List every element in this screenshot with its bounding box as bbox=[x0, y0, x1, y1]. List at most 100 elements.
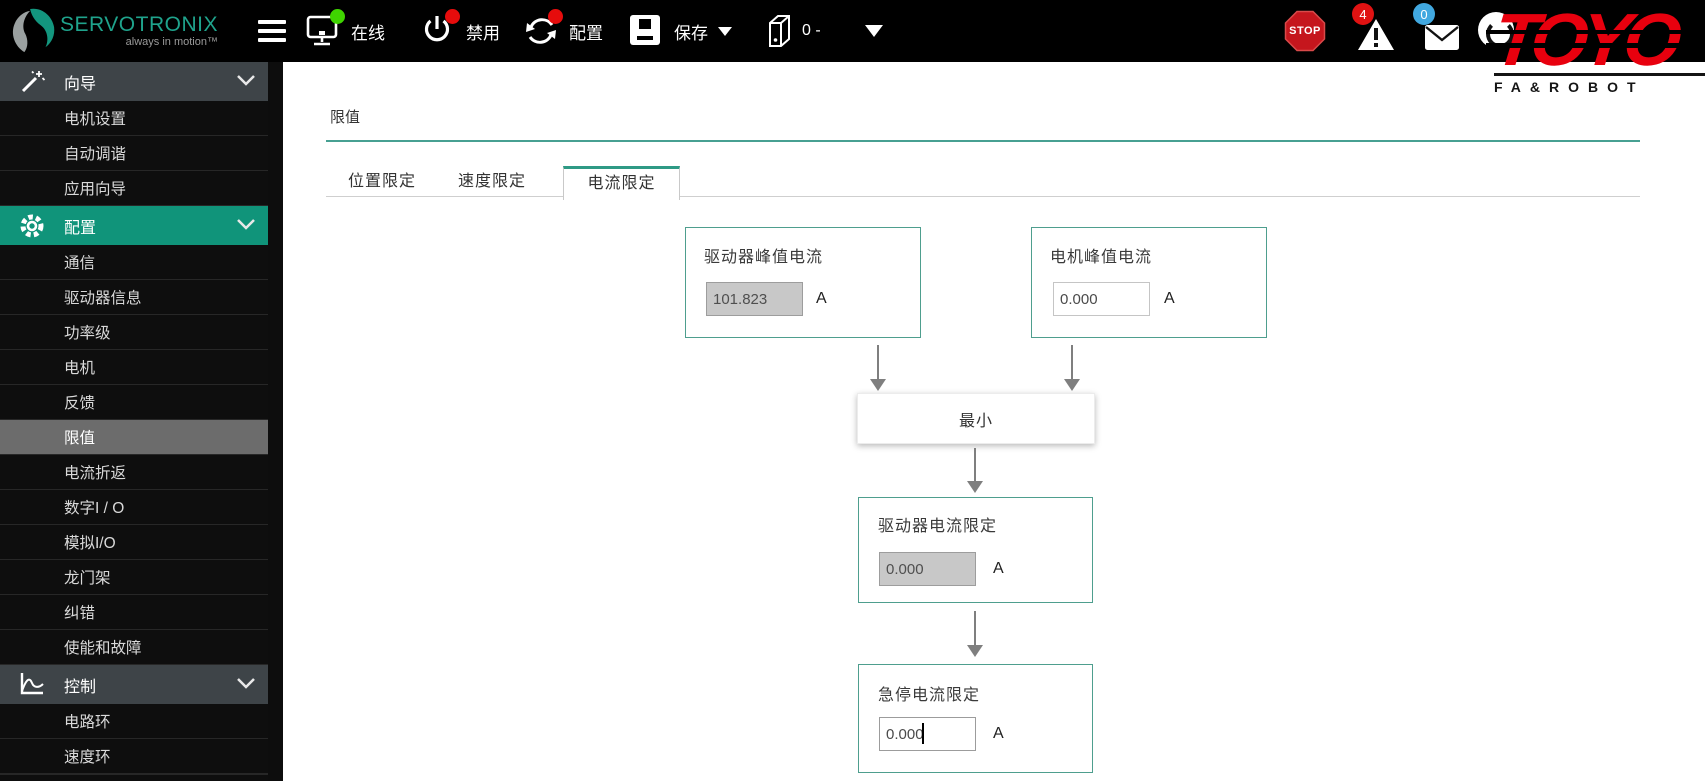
config-status-dot bbox=[548, 9, 563, 24]
motor-peak-current-unit: A bbox=[1164, 290, 1175, 307]
mail-icon bbox=[1425, 25, 1459, 50]
sidebar-item-label: 电机 bbox=[64, 360, 96, 377]
arrow-head-icon bbox=[1064, 379, 1080, 391]
motor-peak-current-node: 电机峰值电流 A bbox=[1031, 227, 1267, 338]
warning-triangle-icon bbox=[1358, 19, 1394, 50]
arrow-line bbox=[877, 345, 879, 379]
sidebar-item-label: 使能和故障 bbox=[64, 640, 142, 657]
stop-button[interactable]: STOP bbox=[1284, 10, 1326, 52]
sidebar-item-communication[interactable]: 通信 bbox=[0, 245, 268, 280]
toyo-subtitle: FA&ROBOT bbox=[1494, 73, 1705, 95]
disabled-label: 禁用 bbox=[466, 23, 500, 43]
save-button[interactable]: 保存 bbox=[628, 0, 732, 62]
drive-peak-current-input[interactable] bbox=[706, 282, 803, 316]
chevron-down-icon bbox=[236, 73, 256, 91]
sidebar-section-label: 向导 bbox=[64, 75, 97, 93]
drive-peak-current-node: 驱动器峰值电流 A bbox=[685, 227, 921, 338]
sidebar-item-current-loop[interactable]: 电路环 bbox=[0, 704, 268, 739]
arrow-line bbox=[974, 611, 976, 645]
title-underline bbox=[326, 140, 1640, 142]
config-status[interactable]: 配置 bbox=[523, 0, 603, 62]
content-panel: 限值 位置限定 速度限定 电流限定 驱动器峰值电流 A 电机峰值电流 A 最小 bbox=[283, 62, 1705, 781]
sidebar-section-label: 控制 bbox=[64, 678, 97, 696]
tab-current-limits[interactable]: 电流限定 bbox=[563, 166, 680, 200]
sidebar-item-error-correction[interactable]: 纠错 bbox=[0, 595, 268, 630]
sidebar-section-wizard[interactable]: 向导 bbox=[0, 62, 268, 101]
sidebar-item-power-stage[interactable]: 功率级 bbox=[0, 315, 268, 350]
sidebar-item-feedback[interactable]: 反馈 bbox=[0, 385, 268, 420]
stop-octagon-icon bbox=[1284, 10, 1326, 52]
sidebar-filler bbox=[0, 774, 268, 781]
drive-peak-current-label: 驱动器峰值电流 bbox=[704, 249, 824, 266]
text-caret bbox=[922, 723, 924, 744]
warnings-button[interactable] bbox=[1356, 18, 1398, 56]
motor-peak-current-label: 电机峰值电流 bbox=[1050, 249, 1153, 266]
sidebar-item-limits[interactable]: 限值 bbox=[0, 420, 268, 455]
min-node: 最小 bbox=[857, 393, 1095, 444]
arrow-head-icon bbox=[967, 481, 983, 493]
drive-icon bbox=[766, 13, 792, 49]
sidebar-item-label: 模拟I/O bbox=[64, 535, 116, 552]
sidebar-item-digital-io[interactable]: 数字I / O bbox=[0, 490, 268, 525]
connection-status[interactable]: 在线 bbox=[305, 0, 385, 62]
sidebar-item-motor-setup[interactable]: 电机设置 bbox=[0, 101, 268, 136]
sidebar-item-current-foldback[interactable]: 电流折返 bbox=[0, 455, 268, 490]
arrow-head-icon bbox=[967, 645, 983, 657]
brand-tagline: always in motion™ bbox=[125, 36, 218, 48]
drive-current-limit-input[interactable] bbox=[879, 552, 976, 586]
toyo-stripe bbox=[1486, 43, 1705, 48]
sidebar-item-label: 应用向导 bbox=[64, 181, 127, 198]
tab-position-limits[interactable]: 位置限定 bbox=[348, 173, 417, 190]
sidebar-item-analog-io[interactable]: 模拟I/O bbox=[0, 525, 268, 560]
sidebar-item-label: 速度环 bbox=[64, 749, 111, 766]
estop-current-limit-input[interactable] bbox=[879, 717, 976, 751]
power-icon bbox=[420, 9, 460, 49]
sidebar-item-motor[interactable]: 电机 bbox=[0, 350, 268, 385]
toyo-stripe bbox=[1486, 30, 1705, 34]
curve-icon bbox=[18, 671, 46, 699]
save-dropdown-caret-icon[interactable] bbox=[718, 26, 732, 36]
chevron-down-icon bbox=[236, 217, 256, 235]
sidebar-item-label: 限值 bbox=[64, 430, 96, 447]
message-count-badge[interactable]: 0 bbox=[1413, 3, 1435, 25]
drive-current-limit-label: 驱动器电流限定 bbox=[878, 518, 998, 535]
sidebar-item-label: 电流折返 bbox=[64, 465, 127, 482]
estop-current-limit-node: 急停电流限定 A bbox=[858, 664, 1093, 773]
sidebar-item-velocity-loop[interactable]: 速度环 bbox=[0, 739, 268, 774]
drive-peak-current-unit: A bbox=[816, 290, 827, 307]
messages-button[interactable] bbox=[1424, 24, 1462, 52]
menu-toggle-button[interactable] bbox=[258, 20, 286, 44]
estop-current-limit-label: 急停电流限定 bbox=[878, 687, 981, 704]
monitor-icon bbox=[305, 9, 345, 49]
sidebar-item-autotuning[interactable]: 自动调谐 bbox=[0, 136, 268, 171]
sidebar-item-label: 功率级 bbox=[64, 325, 111, 342]
gear-icon bbox=[18, 212, 46, 240]
drive-dropdown-caret-icon[interactable] bbox=[864, 25, 883, 37]
enable-status[interactable]: 禁用 bbox=[420, 0, 500, 62]
sidebar-section-label: 配置 bbox=[64, 219, 97, 237]
drive-selector[interactable]: 0 - bbox=[766, 0, 883, 62]
drive-current-limit-unit: A bbox=[993, 560, 1004, 577]
servotronix-swirl-icon bbox=[12, 8, 55, 53]
tab-velocity-limits[interactable]: 速度限定 bbox=[458, 173, 527, 190]
save-label: 保存 bbox=[674, 23, 708, 43]
sidebar-section-configuration[interactable]: 配置 bbox=[0, 206, 268, 245]
sidebar-section-control[interactable]: 控制 bbox=[0, 665, 268, 704]
top-bar: SERVOTRONIX always in motion™ 在线 bbox=[0, 0, 1705, 62]
arrow-head-icon bbox=[870, 379, 886, 391]
warning-count-badge[interactable]: 4 bbox=[1352, 3, 1374, 25]
sync-icon bbox=[523, 9, 563, 49]
sidebar-item-label: 纠错 bbox=[64, 605, 96, 622]
motor-peak-current-input[interactable] bbox=[1053, 282, 1150, 316]
disabled-status-dot bbox=[445, 9, 460, 24]
sidebar-item-label: 数字I / O bbox=[64, 500, 125, 517]
stop-label: STOP bbox=[1289, 25, 1321, 37]
sidebar-item-drive-info[interactable]: 驱动器信息 bbox=[0, 280, 268, 315]
tabstrip-border bbox=[326, 196, 1640, 197]
sidebar-item-enable-faults[interactable]: 使能和故障 bbox=[0, 630, 268, 665]
sidebar-item-label: 驱动器信息 bbox=[64, 290, 142, 307]
sidebar-item-gantry[interactable]: 龙门架 bbox=[0, 560, 268, 595]
toyo-logo: TOYO FA&ROBOT bbox=[1486, 0, 1705, 95]
sidebar-item-app-wizard[interactable]: 应用向导 bbox=[0, 171, 268, 206]
